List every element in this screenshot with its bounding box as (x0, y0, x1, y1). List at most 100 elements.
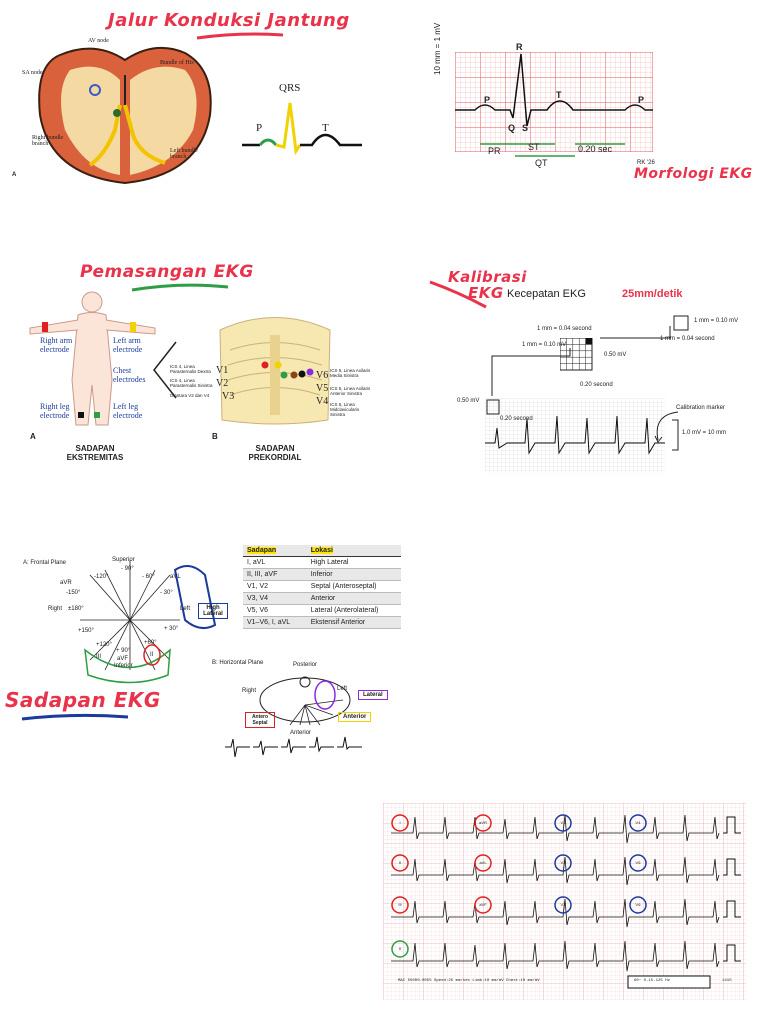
panel-label: A (12, 172, 17, 178)
body-limb-diagram (29, 291, 156, 426)
table-cell: Ekstensif Anterior (306, 616, 401, 629)
leads-underline (21, 713, 129, 721)
sec-label: 0.20 sec (578, 144, 613, 154)
strip-mv-label: 0.50 mV (457, 398, 480, 404)
q-wave-label: Q (508, 123, 516, 133)
v1-label: V1 (216, 365, 229, 376)
table-cell: Septal (Anteroseptal) (306, 580, 401, 593)
speed-value: 25mm/detik (622, 288, 683, 300)
precordial-complexes (225, 736, 362, 758)
table-header-lokasi: Lokasi (310, 547, 333, 554)
table-header-sadapan: Sadapan (247, 547, 277, 554)
calibration-title-2: EKG (468, 284, 504, 302)
zoom-arrows (491, 326, 671, 396)
avr-label: aVR (60, 580, 72, 586)
qt-interval-label: QT (535, 158, 548, 168)
lead-label-avr: aVR (479, 820, 487, 825)
small-sec-label: 1 mm = 0.04 second (660, 336, 715, 342)
strip-sec-label: 0.20 second (500, 416, 533, 422)
panel-a-label: A (30, 432, 36, 441)
table-cell: Anterior (306, 592, 401, 605)
v3-label: V3 (222, 391, 235, 402)
p-wave-label: P (256, 122, 263, 134)
lead-label-i: I (399, 820, 401, 825)
v6-label: V6 (316, 370, 329, 381)
note-v5: ICS 5, Linea Axilaris Anterior Sinistra (330, 386, 371, 396)
note-v6: ICS 5, Linea Axilaris Media Sinistra (330, 368, 371, 378)
speed-label: Kecepatan EKG (507, 288, 586, 300)
high-lateral-box: High Lateral (198, 603, 228, 619)
p30-label: + 30° (164, 626, 179, 632)
frontal-plane-diagram (80, 560, 217, 684)
note-v1: ICS 4, Linea Parasternalis Dextra (170, 364, 211, 374)
h-anterior-label: Anterior (290, 730, 312, 736)
lead-label-v5: V5 (635, 860, 641, 865)
ekg-grid-chart (455, 52, 653, 152)
placement-underline (131, 283, 229, 292)
table-cell: II, III, aVF (243, 568, 307, 581)
right-leg-label: Right leg electrode (40, 402, 70, 420)
left-bundle-label: Left bundle branch (170, 148, 198, 160)
note-v4: ICS 5, Linea Midclavicularis Sinistra (330, 402, 360, 417)
limb-caption: SADAPAN EKSTREMITAS (66, 444, 124, 462)
table-cell: V5, V6 (243, 604, 307, 617)
table-cell: Lateral (Anterolateral) (306, 604, 401, 617)
m90-label: - 90° (121, 566, 134, 572)
marker-bracket (672, 419, 679, 451)
strip-footer-left: MAC 55000-0055 Speed:25 mm/sec Limb:10 m… (398, 979, 540, 983)
conduction-title: Jalur Konduksi Jantung (108, 10, 350, 31)
posterior-label: Posterior (293, 662, 318, 668)
lead-label-iii: III (398, 902, 402, 907)
chest-rib-diagram (219, 317, 331, 425)
lead-label-v1: V1 (560, 820, 566, 825)
lead-label-v3: V3 (560, 902, 566, 907)
placement-title: Pemasangan EKG (80, 262, 254, 282)
table-cell: V1, V2 (243, 580, 307, 593)
mv-axis-label: 10 mm = 1 mV (433, 22, 442, 75)
interval-markers (480, 143, 625, 157)
p120-label: +120° (96, 642, 112, 648)
s-wave-label: S (522, 123, 529, 133)
m30-label: - 30° (160, 590, 173, 596)
strip-footer-code: 1415 (722, 979, 732, 983)
bundle-his-label: Bundle of His (160, 60, 194, 66)
marker-arrow (654, 411, 679, 443)
table-cell: Inferior (306, 568, 401, 581)
p150-label: +150° (78, 628, 94, 634)
m150-label: -150° (66, 590, 81, 596)
p2-wave-label: P (638, 95, 645, 105)
table-cell: V1–V6, I, aVL (243, 616, 307, 629)
lead-label-rhythm-ii: II (398, 946, 402, 951)
qrs-label: QRS (279, 82, 301, 94)
calibration-swoosh (429, 280, 487, 309)
horizontal-plane-diagram (259, 676, 351, 726)
morphology-title: Morfologi EKG (634, 166, 753, 182)
left-arm-label: Left arm electrode (113, 336, 143, 354)
r-wave-label: R (516, 42, 523, 52)
p-wave-label-2: P (484, 95, 491, 105)
note-v3: Diantara V2 dan V4 (170, 393, 210, 398)
right-arm-label: Right arm electrode (40, 336, 73, 354)
heart-conduction-diagram (38, 46, 212, 185)
pm180-label: ±180° (68, 606, 84, 612)
mm-sec-label: 1 mm = 0.04 second (537, 326, 592, 332)
left-label: Left (180, 606, 191, 612)
lead-label-avl: aVL (479, 860, 487, 865)
septal-box: Antero Septal (245, 712, 275, 728)
big-box-grid (560, 338, 593, 371)
chest-label: Chest electrodes (113, 366, 146, 384)
right-bundle-label: Right bundle branch (32, 135, 64, 147)
v2-label: V2 (216, 378, 229, 389)
calibration-strip (485, 398, 665, 473)
box-sec-label: 0.20 second (580, 382, 613, 388)
small-mv-label: 1 mm = 0.10 mV (694, 318, 739, 324)
note-v2: ICS 4, Linea Parasternalis Sinistra (170, 378, 213, 388)
box-mv-label: 0.50 mV (604, 352, 627, 358)
lateral-box: Lateral (358, 690, 388, 700)
small-box-icon (673, 315, 689, 331)
